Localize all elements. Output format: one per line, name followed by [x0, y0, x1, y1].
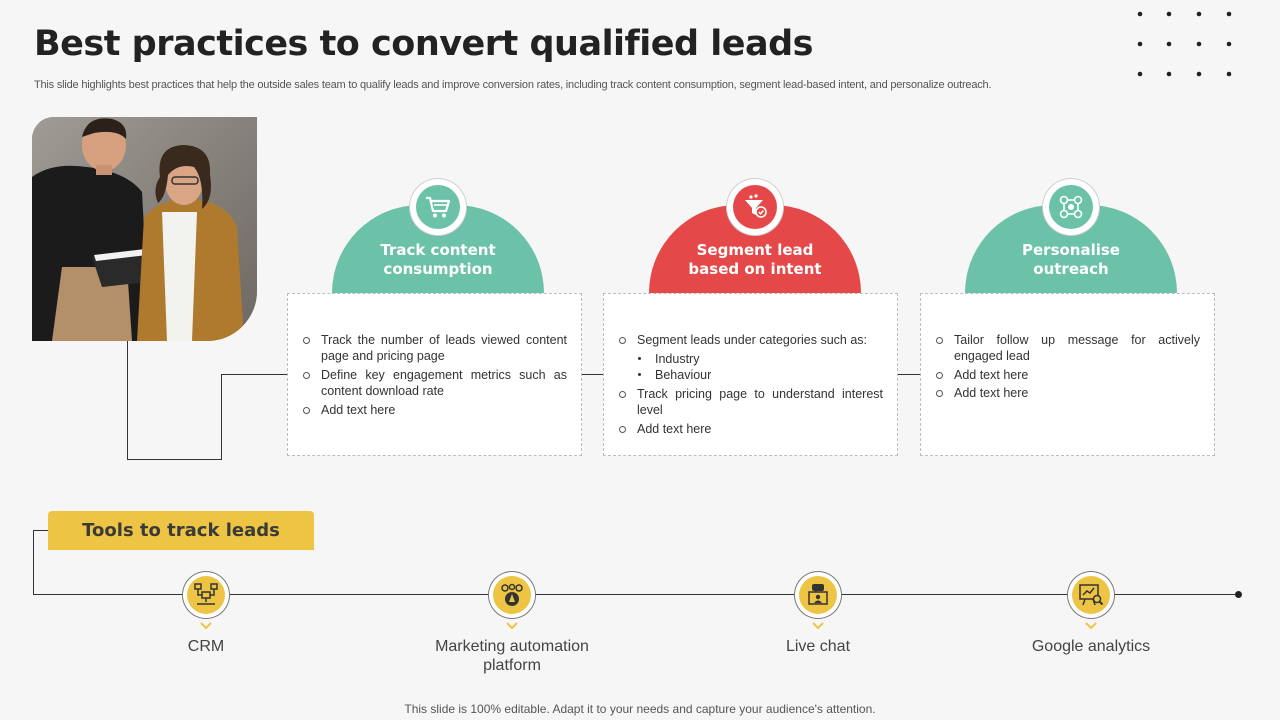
- analytics-board-icon: [1079, 584, 1104, 606]
- tool-label-marketing-automation: Marketing automation platform: [412, 637, 612, 675]
- practice-title-line1: Track content: [380, 241, 496, 259]
- sub-list-item: Industry: [618, 351, 883, 367]
- list-item: Track pricing page to understand interes…: [618, 386, 883, 418]
- tool-google-analytics: [1068, 572, 1114, 618]
- list-item: Add text here: [302, 402, 567, 418]
- timeline-line: [33, 594, 1238, 595]
- dot-grid-decoration: [1137, 11, 1232, 77]
- tool-label-line2: platform: [483, 657, 541, 674]
- tools-heading: Tools to track leads: [48, 511, 314, 550]
- connector-line: [127, 341, 128, 460]
- chevron-down-icon: [812, 622, 824, 630]
- tool-live-chat: [795, 572, 841, 618]
- connector-line: [221, 374, 222, 460]
- practice-badge: [1043, 179, 1099, 235]
- tool-crm: [183, 572, 229, 618]
- practice-badge: [410, 179, 466, 235]
- practice-title-line2: consumption: [383, 260, 493, 278]
- crm-network-icon: [194, 583, 218, 605]
- list-item: Tailor follow up message for actively en…: [935, 332, 1200, 364]
- tool-label-live-chat: Live chat: [785, 638, 851, 655]
- chevron-down-icon: [506, 622, 518, 630]
- chat-monitor-icon: [808, 584, 828, 605]
- list-item: Add text here: [618, 421, 883, 437]
- connector-line: [582, 374, 603, 375]
- list-item: Track the number of leads viewed content…: [302, 332, 567, 364]
- network-users-icon: [1059, 195, 1083, 219]
- practice-badge: [727, 179, 783, 235]
- slide-title: Best practices to convert qualified lead…: [34, 24, 814, 64]
- connector-line: [898, 374, 920, 375]
- practice-title-line2: outreach: [1033, 260, 1109, 278]
- practice-title-line2: based on intent: [688, 260, 822, 278]
- sub-list-item: Behaviour: [618, 367, 883, 383]
- list-item: Add text here: [935, 367, 1200, 383]
- chevron-down-icon: [1085, 622, 1097, 630]
- practice-card-track-content: Track the number of leads viewed content…: [287, 293, 582, 456]
- gears-rocket-icon: [501, 583, 523, 606]
- practice-title-line1: Segment lead: [696, 241, 814, 259]
- timeline-line: [33, 530, 34, 595]
- timeline-end-dot: [1235, 591, 1242, 598]
- shopping-cart-icon: [426, 196, 451, 218]
- slide-footer: This slide is 100% editable. Adapt it to…: [404, 702, 876, 716]
- connector-line: [221, 374, 287, 375]
- tool-marketing-automation: [489, 572, 535, 618]
- list-item: Segment leads under categories such as:: [618, 332, 883, 348]
- team-photo: [32, 117, 257, 341]
- timeline-line: [33, 530, 48, 531]
- practice-card-personalise: Tailor follow up message for actively en…: [920, 293, 1215, 456]
- slide-subtitle: This slide highlights best practices tha…: [34, 79, 992, 91]
- list-item: Define key engagement metrics such as co…: [302, 367, 567, 399]
- tool-label-line1: Marketing automation: [435, 638, 589, 655]
- tool-label-crm: CRM: [187, 638, 225, 655]
- practice-card-segment-lead: Segment leads under categories such as: …: [603, 293, 898, 456]
- list-item: Add text here: [935, 385, 1200, 401]
- funnel-check-icon: [745, 194, 767, 218]
- practice-title-line1: Personalise: [1022, 241, 1120, 259]
- chevron-down-icon: [200, 622, 212, 630]
- tool-label-google-analytics: Google analytics: [1031, 638, 1151, 655]
- connector-line: [127, 459, 221, 460]
